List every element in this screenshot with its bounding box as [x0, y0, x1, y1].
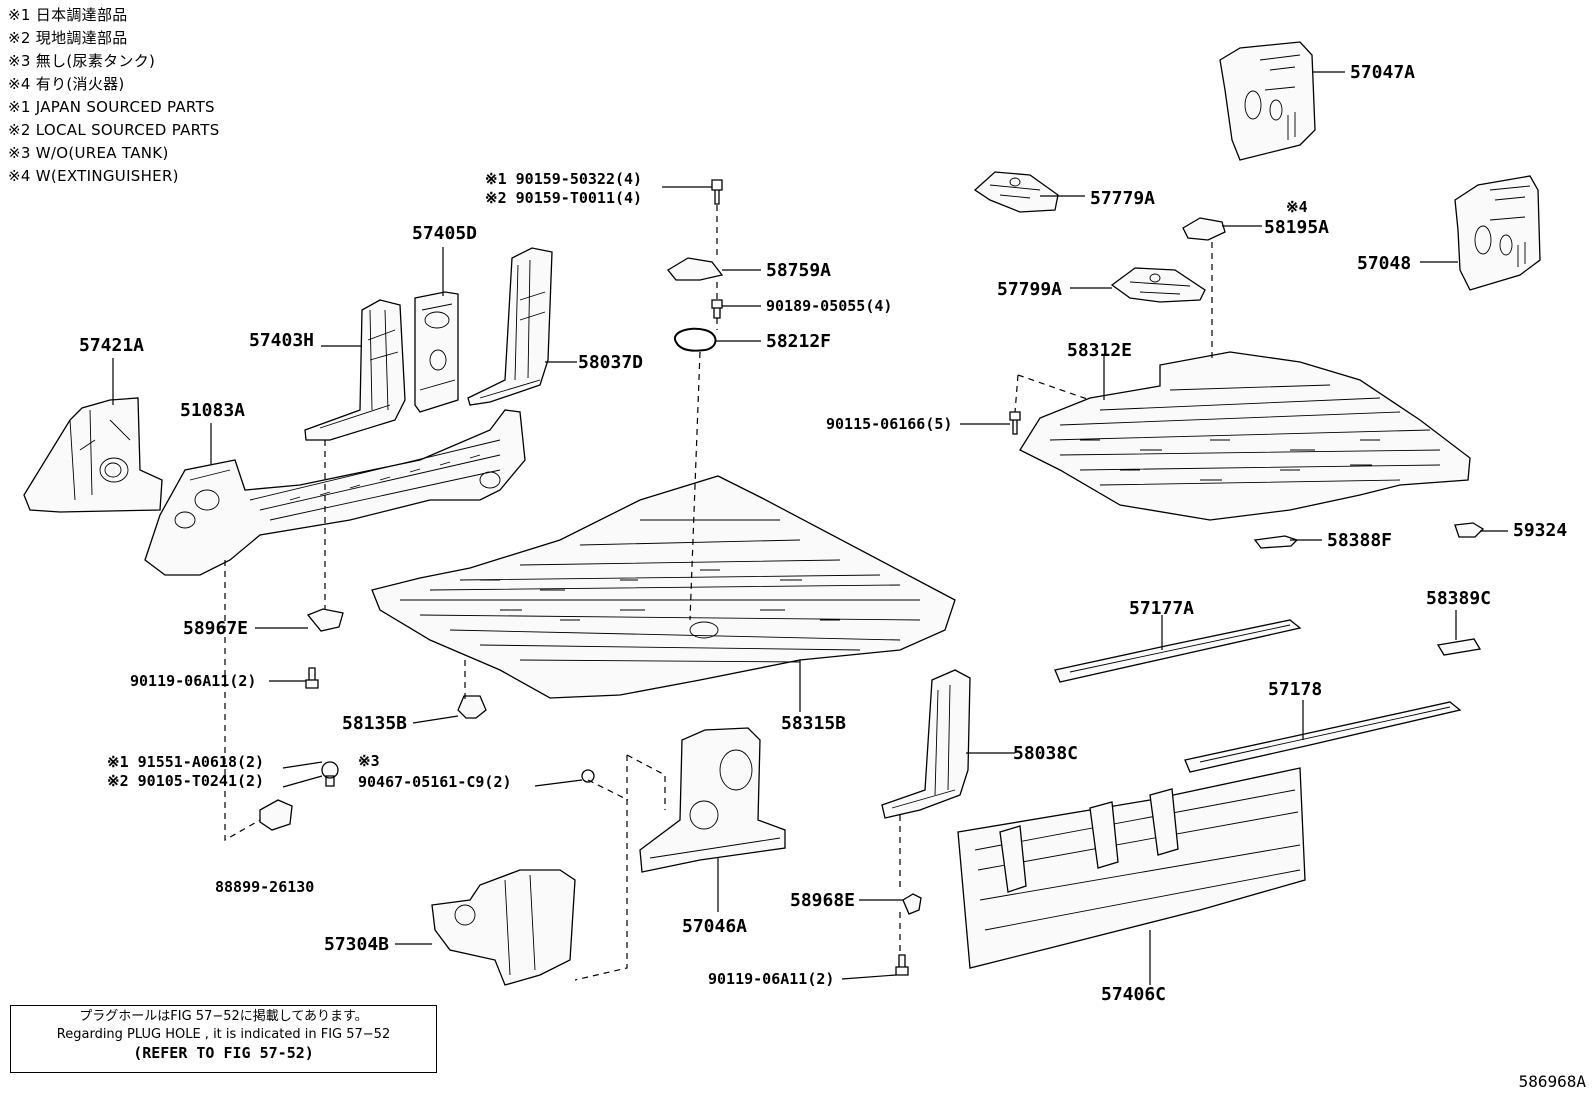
label-90159-t0011: ※2 90159-T0011(4): [485, 189, 642, 207]
label-57799a: 57799A: [997, 279, 1062, 300]
part-57177a-drawing: [1054, 619, 1302, 683]
part-57047a-drawing: [1219, 41, 1316, 161]
label-57177a: 57177A: [1129, 598, 1194, 619]
legend-line: ※1 日本調達部品: [8, 6, 128, 24]
part-57304b-drawing: [431, 869, 576, 986]
label-57406c: 57406C: [1101, 984, 1166, 1005]
label-58037d: 58037D: [578, 352, 643, 373]
label-57048: 57048: [1357, 253, 1411, 274]
label-59324: 59324: [1513, 520, 1567, 541]
figure-id: 586968A: [1518, 1072, 1586, 1091]
label-58212f: 58212F: [766, 331, 831, 352]
part-58212f-drawing: [673, 327, 717, 352]
assembly-lines: [224, 205, 1213, 981]
part-58037d-drawing: [467, 247, 553, 406]
part-51083a-drawing: [144, 409, 526, 576]
part-58315b-drawing: [371, 475, 956, 699]
part-57178-drawing: [1184, 701, 1462, 773]
legend-line: ※2 現地調達部品: [8, 29, 128, 47]
label-90189-05055: 90189-05055(4): [766, 297, 892, 315]
label-58967e: 58967E: [183, 618, 248, 639]
label-90115-06166: 90115-06166(5): [826, 415, 952, 433]
part-57406c-drawing: [957, 767, 1306, 969]
label-57304b: 57304B: [324, 934, 389, 955]
label-57405d: 57405D: [412, 223, 477, 244]
note-reference: (REFER TO FIG 57-52): [133, 1044, 314, 1062]
legend-line: ※3 W/O(UREA TANK): [8, 144, 169, 162]
label-58315b: 58315B: [781, 713, 846, 734]
label-note-4-mark: ※4: [1286, 198, 1308, 216]
label-57046a: 57046A: [682, 916, 747, 937]
part-labels: 57421A 51083A 57403H 57405D 58037D 58967…: [79, 62, 1567, 1005]
label-57403h: 57403H: [249, 330, 314, 351]
label-90119-06a11-left: 90119-06A11(2): [130, 672, 256, 690]
label-note-3-mark: ※3: [358, 752, 380, 770]
legend-line: ※3 無し(尿素タンク): [8, 52, 156, 70]
label-58195a: 58195A: [1264, 217, 1329, 238]
label-90159-50322: ※1 90159-50322(4): [485, 170, 642, 188]
part-58759a-drawing: [667, 257, 724, 281]
part-58312e-drawing: [1019, 351, 1471, 521]
label-58389c: 58389C: [1426, 588, 1491, 609]
label-58135b: 58135B: [342, 713, 407, 734]
label-58388f: 58388F: [1327, 530, 1392, 551]
label-90105-t0241: ※2 90105-T0241(2): [107, 772, 264, 790]
label-57047a: 57047A: [1350, 62, 1415, 83]
label-90119-06a11-right: 90119-06A11(2): [708, 970, 834, 988]
part-58038c-drawing: [881, 669, 971, 819]
fastener-drawings: [259, 179, 1485, 976]
plug-hole-note: プラグホールはFIG 57−52に掲載してあります。 Regarding PLU…: [10, 1005, 437, 1073]
part-57779a-drawing: [973, 171, 1059, 213]
legend-line: ※4 W(EXTINGUISHER): [8, 167, 179, 185]
part-57046a-drawing: [639, 727, 786, 873]
legend-line: ※4 有り(消火器): [8, 75, 125, 93]
label-88899-26130: 88899-26130: [215, 878, 314, 896]
part-58195a-drawing: [1182, 217, 1226, 241]
part-57799a-drawing: [1110, 267, 1206, 303]
label-58968e: 58968E: [790, 890, 855, 911]
label-58759a: 58759A: [766, 260, 831, 281]
label-91551-a0618: ※1 91551-A0618(2): [107, 753, 264, 771]
label-57421a: 57421A: [79, 335, 144, 356]
part-57048-drawing: [1454, 175, 1541, 291]
leader-lines: [112, 71, 1508, 985]
label-90467-05161-c9: 90467-05161-C9(2): [358, 773, 512, 791]
legend-line: ※1 JAPAN SOURCED PARTS: [8, 98, 215, 116]
part-57421a-drawing: [23, 397, 163, 513]
part-57403h-drawing: [304, 299, 406, 441]
label-57779a: 57779A: [1090, 188, 1155, 209]
note-english: Regarding PLUG HOLE , it is indicated in…: [56, 1027, 391, 1042]
label-57178: 57178: [1268, 679, 1322, 700]
part-57405d-drawing: [414, 291, 459, 413]
label-58312e: 58312E: [1067, 340, 1132, 361]
label-58038c: 58038C: [1013, 743, 1078, 764]
label-51083a: 51083A: [180, 400, 245, 421]
legend-line: ※2 LOCAL SOURCED PARTS: [8, 121, 220, 139]
note-japanese: プラグホールはFIG 57−52に掲載してあります。: [79, 1009, 368, 1024]
